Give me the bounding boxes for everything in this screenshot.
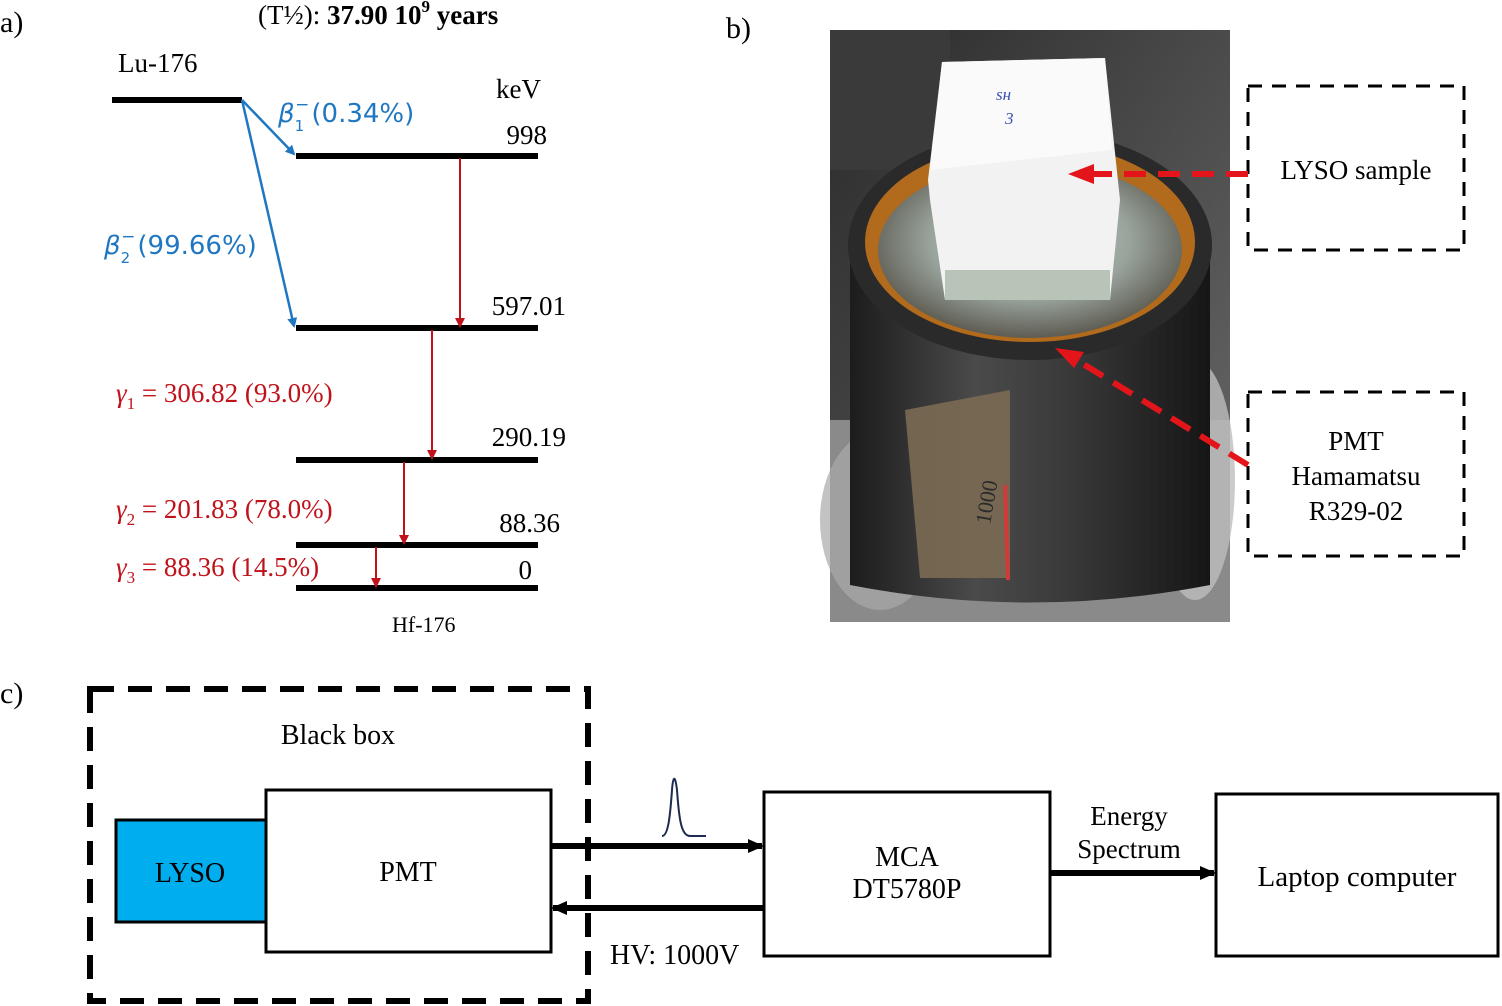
gamma2-text: = 201.83 (78.0%) bbox=[135, 494, 332, 524]
level-label-88: 88.36 bbox=[499, 508, 560, 538]
arrow-lyso-head bbox=[1068, 164, 1094, 184]
callout-box-lyso bbox=[1246, 84, 1466, 252]
callout-pmt-line-3: R329-02 bbox=[1309, 496, 1404, 526]
energy-unit-label: keV bbox=[496, 74, 541, 104]
handwriting-line-2: 3 bbox=[1004, 109, 1014, 128]
half-life-unit: years bbox=[430, 0, 498, 30]
level-label-998: 998 bbox=[507, 120, 548, 150]
black-box-label: Black box bbox=[281, 720, 395, 751]
beta1-sub: 1 bbox=[295, 117, 305, 135]
photo-lyso-on-pmt: 1000 sн 3 bbox=[820, 30, 1235, 622]
level-label-597: 597.01 bbox=[492, 291, 566, 321]
gamma1-sub: 1 bbox=[127, 394, 136, 413]
spectrum-label-line-2: Spectrum bbox=[1077, 834, 1180, 864]
lyso-block-label: LYSO bbox=[155, 858, 225, 889]
arrow-pmt-head bbox=[1055, 348, 1084, 368]
callout-box-pmt bbox=[1246, 390, 1466, 558]
daughter-nucleus-label: Hf-176 bbox=[392, 612, 456, 637]
parent-nucleus-label: Lu-176 bbox=[118, 48, 197, 78]
level-label-290: 290.19 bbox=[492, 422, 566, 452]
panel-b: b) 1000 sн 3 LYSO sampl bbox=[726, 12, 1466, 622]
callout-lyso-text: LYSO sample bbox=[1280, 155, 1431, 185]
panel-b-label: b) bbox=[726, 12, 751, 45]
gamma2-sub: 2 bbox=[127, 510, 136, 529]
gamma1-text: = 306.82 (93.0%) bbox=[135, 378, 332, 408]
beta2-pct: (99.66%) bbox=[137, 231, 256, 261]
hv-label: HV: 1000V bbox=[610, 940, 739, 971]
handwriting-line-1: sн bbox=[996, 85, 1011, 104]
panel-a-label: a) bbox=[0, 6, 23, 39]
panel-c: c) Black box LYSO PMT MCA DT5780P Laptop… bbox=[0, 677, 1500, 1004]
beta2-sub: 2 bbox=[121, 249, 131, 267]
gamma3-text: = 88.36 (14.5%) bbox=[135, 552, 319, 582]
mca-label-line-1: MCA bbox=[875, 842, 940, 873]
callout-pmt-line-1: PMT bbox=[1328, 426, 1384, 456]
half-life-prefix: (T½): bbox=[258, 0, 327, 30]
gamma2-label: γ2 = 201.83 (78.0%) bbox=[116, 494, 333, 529]
beta1-arrow bbox=[241, 99, 296, 156]
beta1-pct: (0.34%) bbox=[311, 99, 414, 129]
mca-label-line-2: DT5780P bbox=[853, 874, 962, 905]
panel-c-label: c) bbox=[0, 677, 23, 710]
panel-a: a) (T½): 37.90 109 years Lu-176 keV 998 … bbox=[0, 0, 566, 637]
laptop-label: Laptop computer bbox=[1258, 861, 1457, 893]
beta1-label: β1−(0.34%) bbox=[277, 95, 414, 135]
gamma3-label: γ3 = 88.36 (14.5%) bbox=[116, 552, 319, 587]
gamma3-sub: 3 bbox=[127, 568, 136, 587]
callout-pmt-line-2: Hamamatsu bbox=[1292, 461, 1421, 491]
lyso-block bbox=[114, 818, 268, 924]
pmt-block bbox=[264, 788, 553, 954]
beta2-label: β2−(99.66%) bbox=[103, 227, 257, 267]
spectrum-label-line-1: Energy bbox=[1090, 801, 1168, 831]
half-life-exponent: 9 bbox=[421, 0, 430, 16]
laptop-block bbox=[1214, 792, 1500, 958]
level-label-0: 0 bbox=[519, 555, 533, 585]
half-life: (T½): 37.90 109 years bbox=[258, 0, 498, 30]
gamma1-label: γ1 = 306.82 (93.0%) bbox=[116, 378, 333, 413]
pmt-block-label: PMT bbox=[379, 857, 437, 888]
half-life-value: 37.90 10 bbox=[327, 0, 422, 30]
beta2-arrow bbox=[240, 99, 298, 328]
pulse-icon bbox=[661, 777, 706, 837]
